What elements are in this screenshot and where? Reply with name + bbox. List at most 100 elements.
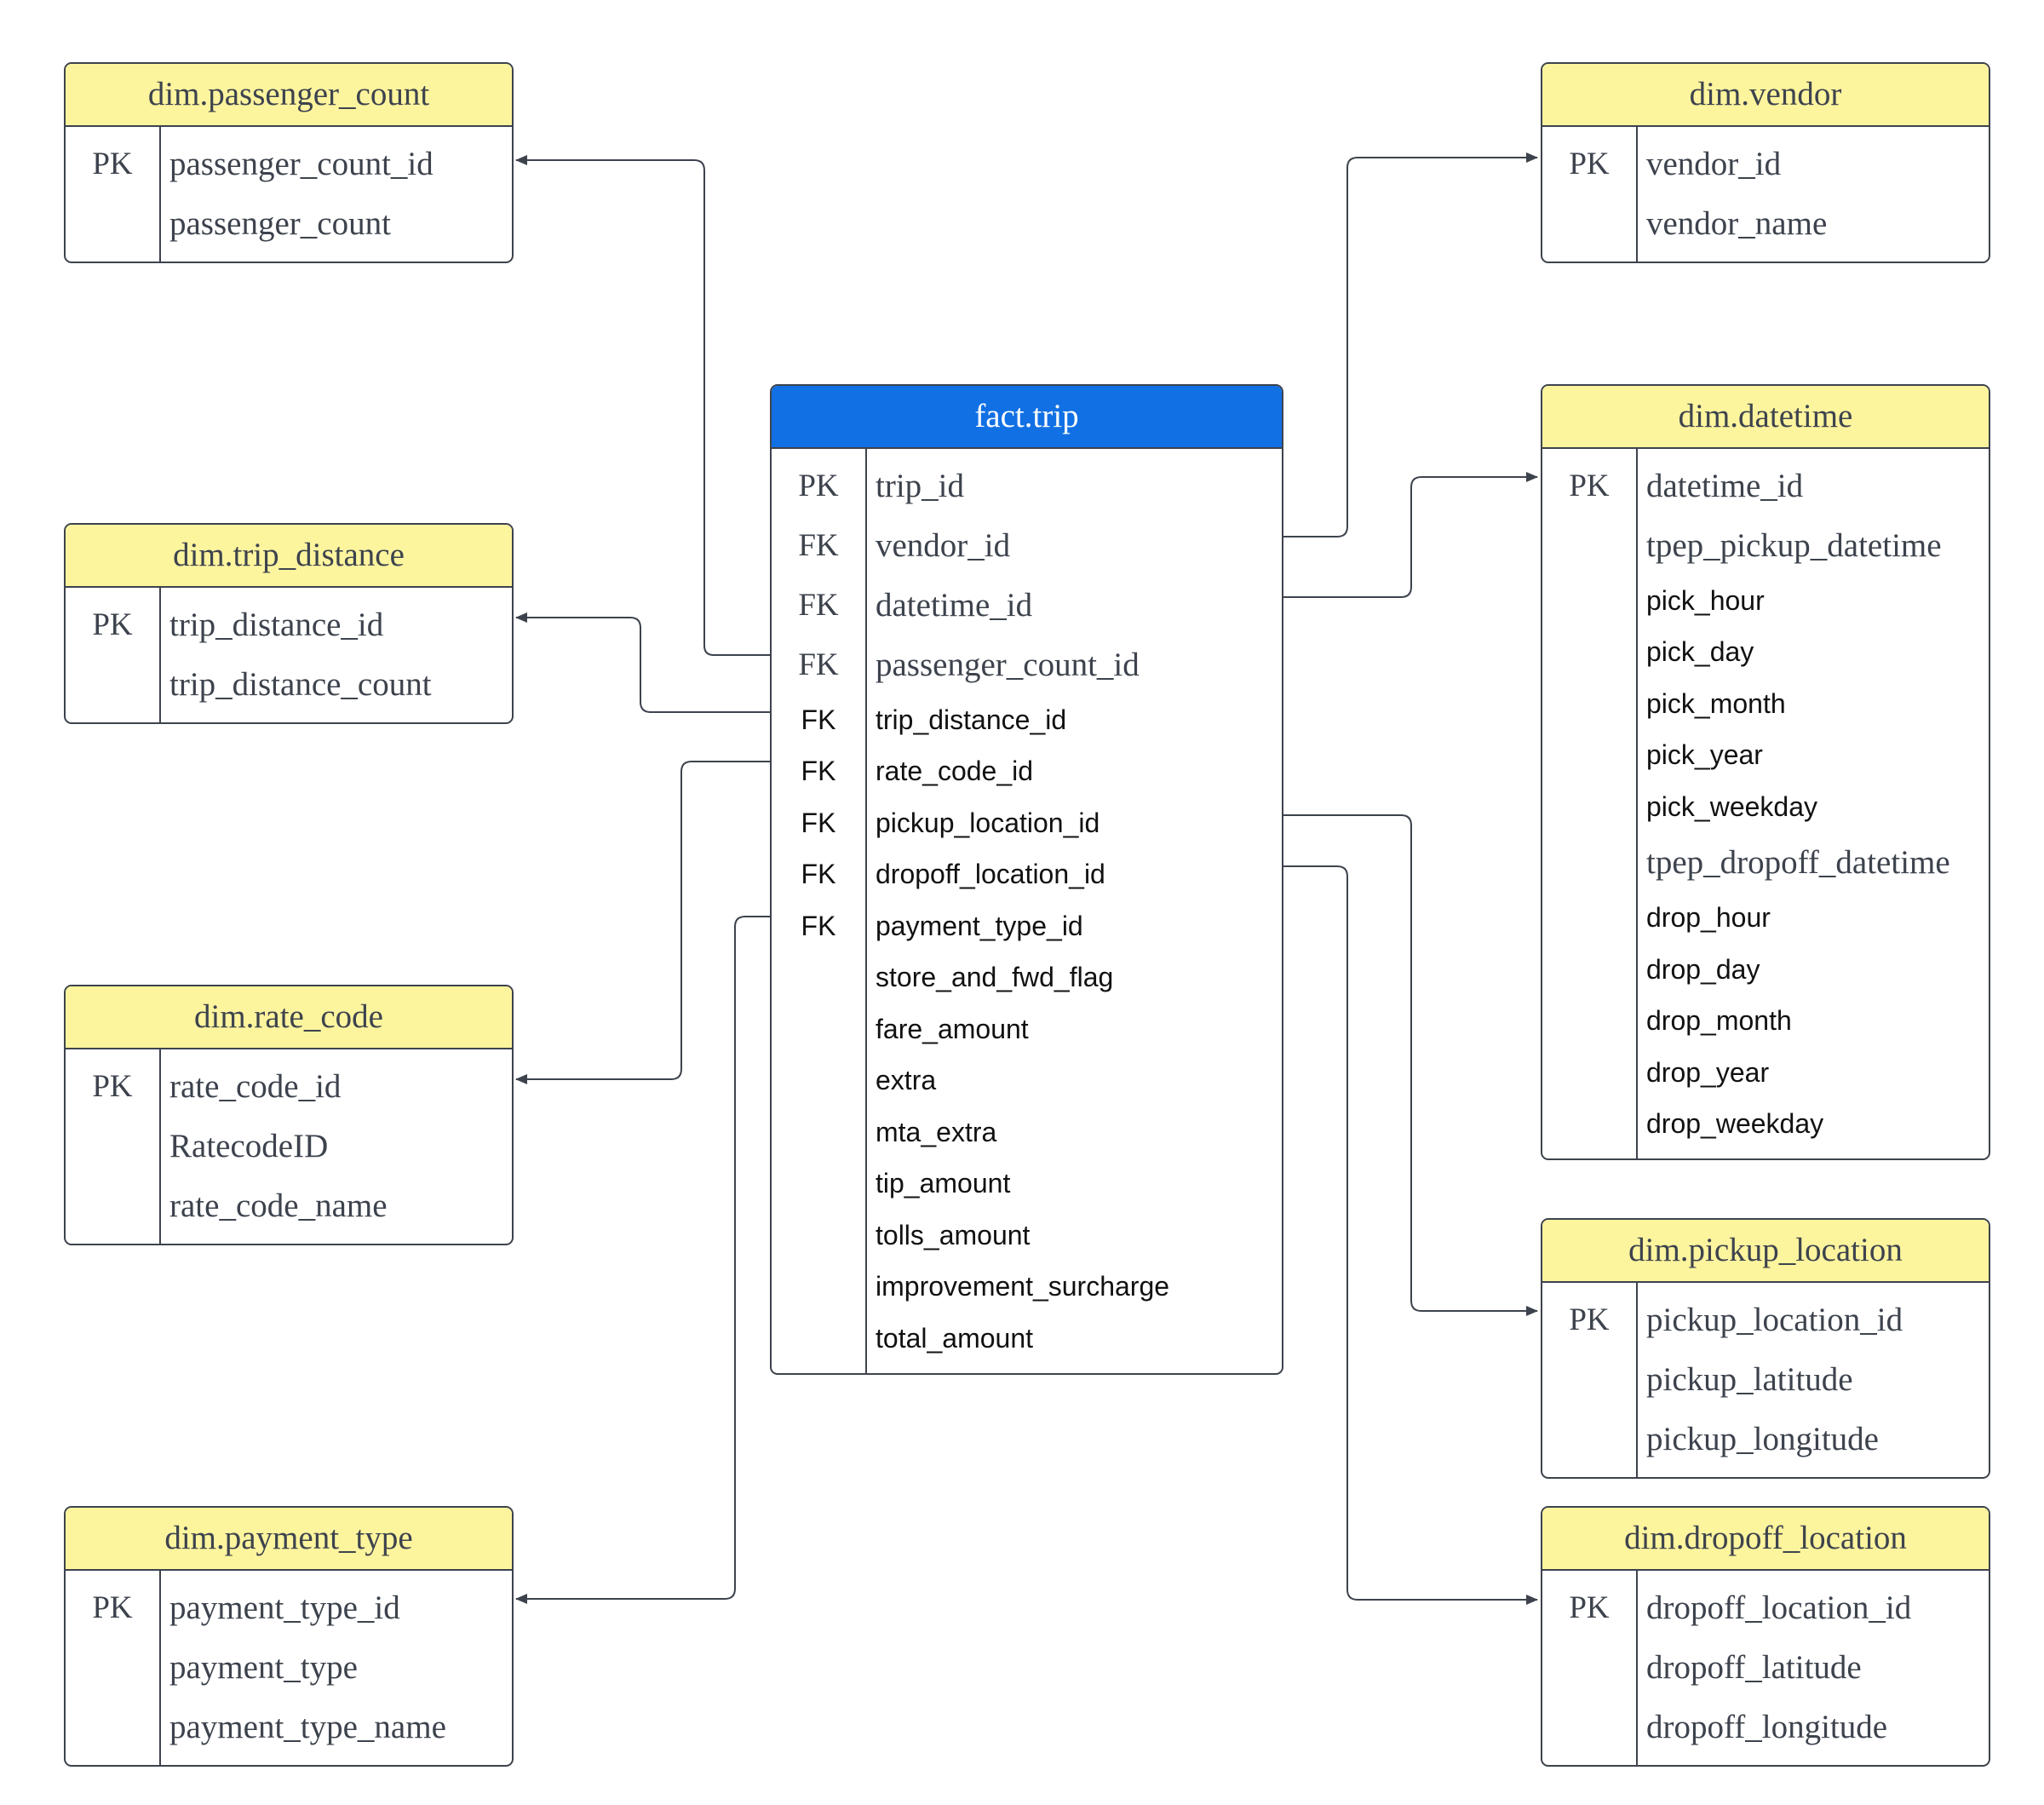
entity-row: RatecodeID xyxy=(66,1116,512,1176)
field-name: payment_type_name xyxy=(169,1708,446,1745)
entity-row: pick_weekday xyxy=(1542,781,1989,833)
field-name: fare_amount xyxy=(876,1013,1029,1044)
entity-row: drop_year xyxy=(1542,1047,1989,1099)
field-name: dropoff_location_id xyxy=(876,859,1105,890)
field-name: vendor_id xyxy=(1646,145,1782,182)
entity-dim-trip-distance[interactable]: dim.trip_distance PK trip_distance_id tr… xyxy=(64,523,514,724)
key-badge xyxy=(66,193,159,253)
entity-row: drop_weekday xyxy=(1542,1099,1989,1151)
field-name: store_and_fwd_flag xyxy=(876,962,1114,993)
key-badge: FK xyxy=(801,910,836,941)
field-name: drop_year xyxy=(1646,1056,1770,1088)
key-badge xyxy=(772,1313,865,1365)
entity-row: passenger_count xyxy=(66,193,512,253)
key-badge: FK xyxy=(801,807,836,838)
field-name: pickup_longitude xyxy=(1646,1420,1879,1457)
entity-row: tolls_amount xyxy=(772,1210,1282,1262)
field-name: pickup_latitude xyxy=(1646,1360,1853,1398)
entity-dim-payment-type[interactable]: dim.payment_type PK payment_type_id paym… xyxy=(64,1506,514,1767)
key-badge xyxy=(1542,781,1636,833)
field-name: pickup_location_id xyxy=(876,807,1100,838)
entity-dim-rate-code[interactable]: dim.rate_code PK rate_code_id RatecodeID… xyxy=(64,985,514,1245)
key-badge: FK xyxy=(798,647,839,682)
key-column-divider xyxy=(1636,127,1638,262)
key-badge xyxy=(1542,893,1636,945)
key-badge xyxy=(772,1003,865,1055)
key-badge: PK xyxy=(92,1068,133,1104)
key-badge xyxy=(1542,1697,1636,1756)
key-badge xyxy=(772,952,865,1004)
entity-dim-pickup-location[interactable]: dim.pickup_location PK pickup_location_i… xyxy=(1541,1218,1990,1479)
key-badge xyxy=(1542,1047,1636,1099)
entity-row: tpep_pickup_datetime xyxy=(1542,515,1989,575)
key-badge: FK xyxy=(798,527,839,563)
field-name: pick_year xyxy=(1646,739,1763,771)
entity-dim-datetime[interactable]: dim.datetime PK datetime_id tpep_pickup_… xyxy=(1541,384,1990,1160)
key-badge xyxy=(66,1697,159,1756)
key-badge: FK xyxy=(798,587,839,623)
entity-row: total_amount xyxy=(772,1313,1282,1365)
key-column-divider xyxy=(159,1571,161,1765)
entity-row: FK vendor_id xyxy=(772,515,1282,575)
entity-dim-dropoff-location[interactable]: dim.dropoff_location PK dropoff_location… xyxy=(1541,1506,1990,1767)
field-name: vendor_name xyxy=(1646,204,1828,242)
key-badge xyxy=(772,1055,865,1107)
field-name: RatecodeID xyxy=(169,1127,329,1164)
key-badge: PK xyxy=(92,146,133,181)
entity-title: dim.pickup_location xyxy=(1542,1220,1989,1283)
entity-row: FK pickup_location_id xyxy=(772,797,1282,849)
entity-row: drop_day xyxy=(1542,944,1989,996)
field-name: datetime_id xyxy=(1646,467,1804,504)
key-badge xyxy=(66,1637,159,1697)
key-badge xyxy=(66,1116,159,1176)
entity-row: drop_month xyxy=(1542,996,1989,1048)
entity-row: FK passenger_count_id xyxy=(772,635,1282,694)
field-name: rate_code_id xyxy=(169,1067,342,1105)
field-name: drop_month xyxy=(1646,1005,1792,1037)
key-column-divider xyxy=(159,1049,161,1244)
field-name: pick_weekday xyxy=(1646,790,1817,822)
key-badge xyxy=(1542,1349,1636,1409)
field-name: payment_type xyxy=(169,1648,358,1686)
entity-title: dim.rate_code xyxy=(66,986,512,1049)
entity-row: extra xyxy=(772,1055,1282,1107)
entity-title: dim.trip_distance xyxy=(66,525,512,588)
entity-row: FK rate_code_id xyxy=(772,746,1282,798)
key-badge xyxy=(1542,1637,1636,1697)
connector-rate-code xyxy=(515,761,770,1084)
field-name: drop_hour xyxy=(1646,902,1771,934)
key-badge xyxy=(1542,678,1636,730)
field-name: dropoff_latitude xyxy=(1646,1648,1862,1686)
entity-row: PK datetime_id xyxy=(1542,456,1989,515)
key-column-divider xyxy=(865,449,867,1373)
field-name: rate_code_name xyxy=(169,1187,388,1224)
connector-payment-type xyxy=(515,916,770,1604)
key-badge xyxy=(772,1107,865,1158)
entity-row: pick_month xyxy=(1542,678,1989,730)
key-badge xyxy=(1542,944,1636,996)
entity-row: improvement_surcharge xyxy=(772,1262,1282,1314)
entity-row: pick_hour xyxy=(1542,575,1989,627)
field-name: payment_type_id xyxy=(169,1589,400,1626)
entity-dim-passenger-count[interactable]: dim.passenger_count PK passenger_count_i… xyxy=(64,62,514,263)
field-name: drop_weekday xyxy=(1646,1108,1824,1140)
entity-dim-vendor[interactable]: dim.vendor PK vendor_id vendor_name xyxy=(1541,62,1990,263)
field-name: extra xyxy=(876,1065,937,1096)
field-name: drop_day xyxy=(1646,953,1760,985)
field-name: trip_distance_id xyxy=(876,704,1067,735)
entity-row: pick_day xyxy=(1542,627,1989,679)
entity-row: FK payment_type_id xyxy=(772,900,1282,952)
key-badge xyxy=(772,1210,865,1262)
key-column-divider xyxy=(159,127,161,262)
key-badge: PK xyxy=(1569,1589,1610,1625)
key-badge xyxy=(1542,575,1636,627)
entity-fact-trip[interactable]: fact.trip PK trip_id FK vendor_id FK dat… xyxy=(770,384,1283,1375)
connector-vendor xyxy=(1283,152,1538,537)
entity-row: pickup_latitude xyxy=(1542,1349,1989,1409)
entity-row: rate_code_name xyxy=(66,1176,512,1235)
key-badge xyxy=(1542,833,1636,893)
entity-title: dim.passenger_count xyxy=(66,64,512,127)
entity-row: PK dropoff_location_id xyxy=(1542,1578,1989,1637)
